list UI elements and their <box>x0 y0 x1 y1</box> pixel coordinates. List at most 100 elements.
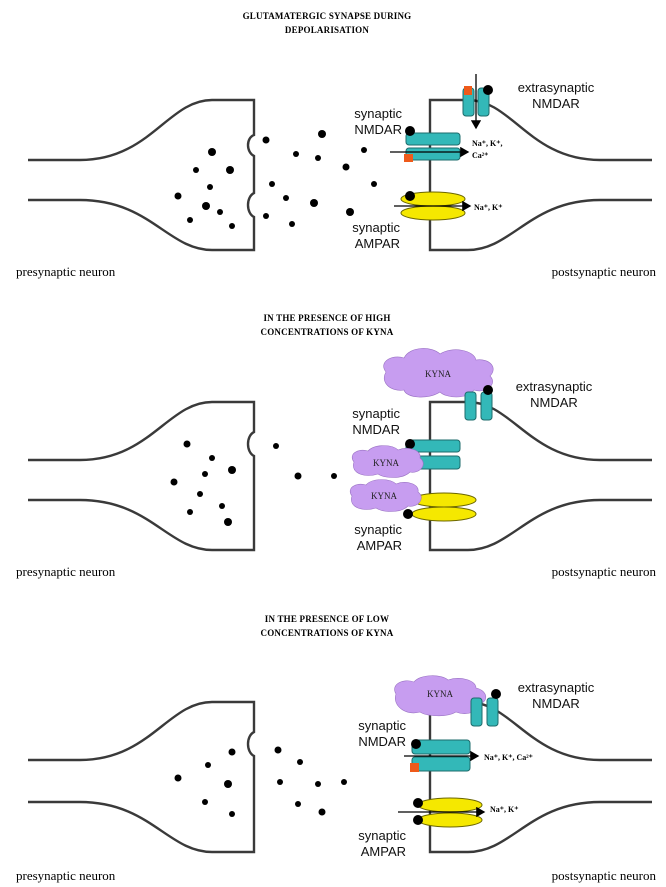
postsynaptic-neuron-label: postsynaptic neuron <box>552 868 657 883</box>
ampar-ion-text: Na⁺, K⁺ <box>474 203 502 212</box>
nmdar-subunit <box>471 698 482 726</box>
glutamate-binding <box>405 191 415 201</box>
synaptic-ampar-label: synaptic <box>352 220 400 235</box>
glutamate-dot <box>361 147 367 153</box>
panel-title-line-1: GLUTAMATERGIC SYNAPSE DURING <box>243 11 412 21</box>
glutamate-dot <box>283 195 289 201</box>
synaptic-ampar-label: synaptic <box>358 828 406 843</box>
synaptic-nmdar-label: synaptic <box>358 718 406 733</box>
glutamate-dot <box>293 151 299 157</box>
kyna-label: KYNA <box>371 491 397 501</box>
synaptic-ampar-label: AMPAR <box>355 236 400 251</box>
ampar-subunit <box>412 493 476 507</box>
presynaptic-neuron-label: presynaptic neuron <box>16 868 116 883</box>
glutamate-dot <box>318 130 326 138</box>
ampar-subunit <box>401 206 465 220</box>
glutamate-binding <box>405 126 415 136</box>
glutamate-dot <box>263 137 270 144</box>
panel-title-line-2: DEPOLARISATION <box>285 25 369 35</box>
glutamate-dot <box>207 184 213 190</box>
glutamate-dot <box>343 164 350 171</box>
synaptic-nmdar-label: NMDAR <box>352 422 400 437</box>
glutamate-dot <box>229 811 235 817</box>
glutamate-dot <box>217 209 223 215</box>
glutamate-dot <box>224 518 232 526</box>
glutamate-dot <box>175 775 182 782</box>
synaptic-ampar-label: AMPAR <box>361 844 406 859</box>
glutamate-dot <box>295 473 302 480</box>
glutamate-dot <box>202 471 208 477</box>
glutamate-dot <box>229 749 236 756</box>
glutamate-dot <box>229 223 235 229</box>
glutamate-binding <box>491 689 501 699</box>
glutamate-dot <box>208 148 216 156</box>
nmdar-subunit <box>406 133 460 145</box>
kyna-cloud-large: KYNA <box>384 348 494 397</box>
nmdar-subunit <box>465 392 476 420</box>
glycine-site <box>410 763 419 772</box>
glutamate-dot <box>319 809 326 816</box>
glutamate-dot <box>341 779 347 785</box>
glutamate-binding <box>483 85 493 95</box>
glutamate-dot <box>346 208 354 216</box>
panel-depolarisation: GLUTAMATERGIC SYNAPSE DURING DEPOLARISAT… <box>16 11 656 279</box>
glutamate-dot <box>202 799 208 805</box>
presynaptic-membrane <box>28 100 254 250</box>
synaptic-nmdar-label: synaptic <box>352 406 400 421</box>
ampar-subunit <box>418 813 482 827</box>
glutamate-dot <box>263 213 269 219</box>
ampar-ion-text: Na⁺, K⁺ <box>490 805 518 814</box>
postsynaptic-membrane <box>430 402 652 550</box>
synaptic-nmdar-label: synaptic <box>354 106 402 121</box>
synaptic-nmdar-label: NMDAR <box>354 122 402 137</box>
glutamate-dot <box>205 762 211 768</box>
nmdar-ion-text: Ca²⁺ <box>472 151 488 160</box>
glutamate-particles <box>175 747 348 818</box>
extrasynaptic-nmdar-label: extrasynaptic <box>518 80 595 95</box>
glutamate-binding <box>483 385 493 395</box>
extrasynaptic-nmdar-label: extrasynaptic <box>516 379 593 394</box>
glutamate-dot <box>175 193 182 200</box>
glutamate-binding <box>411 739 421 749</box>
postsynaptic-neuron-label: postsynaptic neuron <box>552 264 657 279</box>
nmdar-ion-text: Na⁺, K⁺, Ca²⁺ <box>484 753 533 762</box>
glutamate-binding <box>413 798 423 808</box>
glutamate-binding <box>413 815 423 825</box>
panel-high-kyna: IN THE PRESENCE OF HIGH CONCENTRATIONS O… <box>16 313 656 579</box>
glutamate-dot <box>295 801 301 807</box>
panel-title-line-1: IN THE PRESENCE OF LOW <box>265 614 389 624</box>
panel-title-line-2: CONCENTRATIONS OF KYNA <box>261 327 394 337</box>
nmdar-subunit <box>487 698 498 726</box>
glutamate-binding <box>405 439 415 449</box>
synaptic-nmdar-label: NMDAR <box>358 734 406 749</box>
glutamate-dot <box>184 441 191 448</box>
postsynaptic-membrane <box>430 100 652 250</box>
glutamate-dot <box>269 181 275 187</box>
glutamate-dot <box>297 759 303 765</box>
synaptic-ampar <box>394 191 470 220</box>
extrasynaptic-nmdar-label: extrasynaptic <box>518 680 595 695</box>
kyna-label: KYNA <box>427 689 453 699</box>
presynaptic-neuron-label: presynaptic neuron <box>16 564 116 579</box>
extrasynaptic-nmdar <box>463 74 493 128</box>
nmdar-subunit <box>412 740 470 754</box>
glutamate-dot <box>197 491 203 497</box>
synaptic-nmdar <box>404 739 478 772</box>
glutamate-dot <box>273 443 279 449</box>
nmdar-ion-text: Na⁺, K⁺, <box>472 139 502 148</box>
glycine-site <box>464 86 472 95</box>
glutamate-dot <box>371 181 377 187</box>
panel-title-line-2: CONCENTRATIONS OF KYNA <box>261 628 394 638</box>
glutamate-dot <box>289 221 295 227</box>
presynaptic-membrane <box>28 702 254 852</box>
glutamate-dot <box>187 509 193 515</box>
glutamate-dot <box>315 781 321 787</box>
synaptic-ampar-label: AMPAR <box>357 538 402 553</box>
glutamate-dot <box>209 455 215 461</box>
nmdar-subunit <box>481 392 492 420</box>
kyna-label: KYNA <box>373 458 399 468</box>
panel-low-kyna: IN THE PRESENCE OF LOW CONCENTRATIONS OF… <box>16 614 656 883</box>
glutamate-dot <box>275 747 282 754</box>
glutamate-dot <box>226 166 234 174</box>
